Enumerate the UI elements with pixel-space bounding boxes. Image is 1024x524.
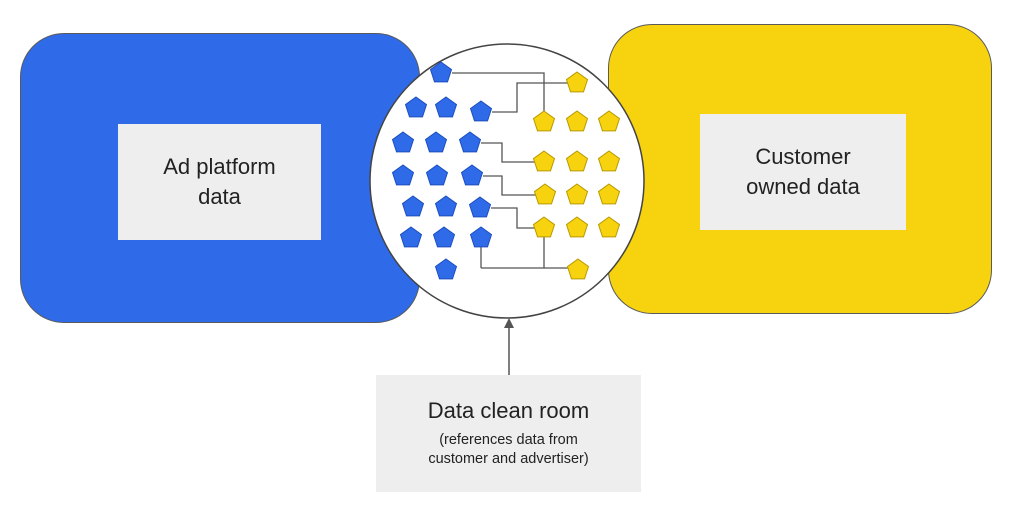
yellow-pentagon-icon <box>533 183 557 205</box>
clean-room-subtitle: (references data from customer and adver… <box>376 431 641 469</box>
yellow-pentagon-icon <box>597 150 621 172</box>
clean-room-title: Data clean room <box>427 398 590 423</box>
connector-lines <box>452 72 570 269</box>
blue-pentagon-icon <box>460 164 484 186</box>
blue-pentagon-icon <box>458 131 482 153</box>
yellow-pentagon-icon <box>532 150 556 172</box>
blue-pentagon-icon <box>424 131 448 153</box>
blue-pentagon-icon <box>469 100 493 122</box>
yellow-pentagon-icon <box>532 216 556 238</box>
yellow-pentagon-icon <box>565 71 589 93</box>
customer-label: Customer owned data <box>700 114 906 230</box>
yellow-pentagon-icon <box>565 216 589 238</box>
blue-pentagon-icon <box>399 226 423 248</box>
connector-line <box>452 72 570 84</box>
pointer-arrow-head <box>504 318 514 328</box>
blue-pentagon-icon <box>434 195 458 217</box>
pentagon-markers <box>391 61 621 280</box>
connector-line <box>491 207 537 229</box>
yellow-pentagon-icon <box>597 216 621 238</box>
blue-pentagon-icon <box>434 258 458 280</box>
blue-pentagon-icon <box>432 226 456 248</box>
blue-pentagon-icon <box>434 96 458 118</box>
connector-line <box>492 82 544 113</box>
blue-pentagon-icon <box>401 195 425 217</box>
connector-line <box>483 175 538 196</box>
yellow-pentagon-icon <box>566 258 590 280</box>
yellow-pentagon-icon <box>597 183 621 205</box>
ad-platform-panel: Ad platform data <box>20 33 420 323</box>
blue-pentagon-icon <box>391 164 415 186</box>
ad-platform-label-line1: Ad platform <box>163 154 276 179</box>
customer-label-line1: Customer <box>755 144 851 169</box>
blue-pentagon-icon <box>425 164 449 186</box>
ad-platform-label-line2: data <box>198 184 241 209</box>
blue-pentagon-icon <box>391 131 415 153</box>
customer-panel: Customer owned data <box>608 24 992 314</box>
ad-platform-label: Ad platform data <box>118 124 321 240</box>
blue-pentagon-icon <box>469 226 493 248</box>
clean-room-caption: Data clean room (references data from cu… <box>376 375 641 492</box>
clean-room-subtitle-line2: customer and advertiser) <box>428 451 589 467</box>
yellow-pentagon-icon <box>565 110 589 132</box>
blue-pentagon-icon <box>468 196 492 218</box>
connector-line <box>481 142 537 163</box>
customer-label-line2: owned data <box>746 174 860 199</box>
yellow-pentagon-icon <box>597 110 621 132</box>
clean-room-subtitle-line1: (references data from <box>439 432 578 448</box>
yellow-pentagon-icon <box>532 110 556 132</box>
blue-pentagon-icon <box>429 61 453 83</box>
yellow-pentagon-icon <box>565 183 589 205</box>
yellow-pentagon-icon <box>565 150 589 172</box>
blue-pentagon-icon <box>404 96 428 118</box>
